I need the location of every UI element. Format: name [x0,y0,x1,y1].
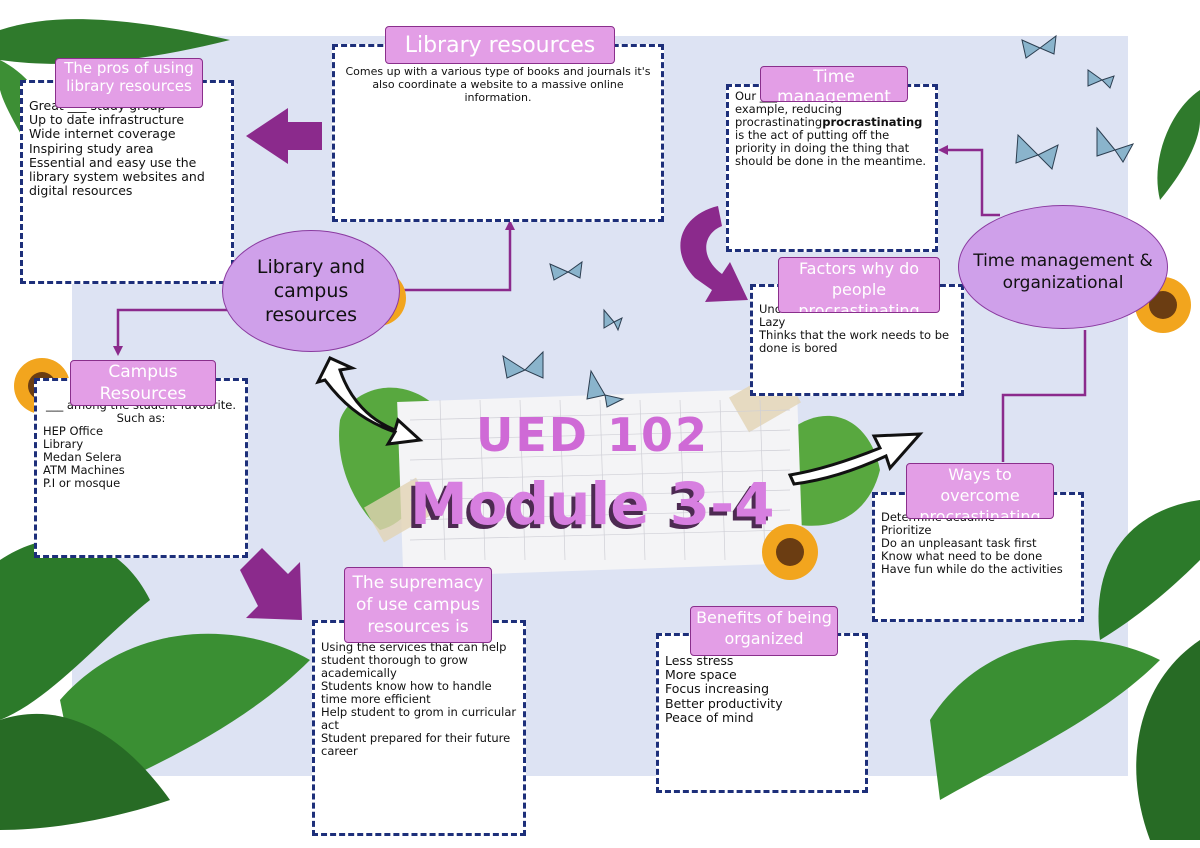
campus-resources-content: ___ among the student favourite. Such as… [37,381,245,493]
benefits-label: Benefits of being organized [690,606,838,656]
supremacy-list: Using the services that can help student… [315,623,523,761]
supremacy-item: Using the services that can help student… [321,640,507,680]
library-campus-label: Library and campus resources [256,256,366,326]
benefits-list: Less stress More space Focus increasing … [659,636,865,728]
butterflies [502,34,1135,408]
sketch-arrow-left [315,356,424,446]
time-management-box: Our ___ efficiently for an example, redu… [726,84,938,252]
campus-item: Medan Selera [43,450,122,464]
campus-resources-label-text: Campus Resources [99,362,187,404]
time-management-text-end: is the act of putting off the priority i… [735,128,927,168]
block-arrow-down-right [240,548,302,620]
library-resources-label: Library resources [385,26,615,64]
benefits-item: Better productivity [665,695,783,711]
supremacy-label: The supremacy of use campus resources is [344,567,492,643]
factors-item: Lazy [759,315,786,329]
library-resources-text: Comes up with a various type of books an… [345,65,651,104]
time-management-text-bold: procrastinating [822,115,923,129]
campus-resources-label: Campus Resources [70,360,216,406]
factors-label: Factors why do people procrastinating [778,257,940,313]
time-org-label: Time management & organizational [973,251,1153,293]
supremacy-item: Help student to grom in curricular act [321,705,517,732]
campus-item: P.I or mosque [43,476,121,490]
module-title: Module 3-4 [410,470,775,538]
connectors [116,148,1087,462]
supremacy-label-text: The supremacy of use campus resources is [352,573,484,637]
time-management-label-text: Time management [777,67,891,102]
pros-box: Great ___ study group Up to date infrast… [20,80,234,284]
supremacy-item: Student prepared for their future career [321,731,511,758]
ways-label-text: Ways to overcome procrastinating [919,465,1041,519]
benefits-item: Focus increasing [665,681,769,697]
module-code-title: UED 102 [476,408,709,462]
pros-item: Essential and easy use the library syste… [29,154,205,199]
block-arrow-left [246,108,322,164]
benefits-item: More space [665,667,737,683]
grid-lines [409,399,791,561]
factors-label-text: Factors why do people procrastinating [798,259,920,313]
pros-label-text: The pros of using library resources [64,59,194,95]
campus-item: ATM Machines [43,463,125,477]
campus-item: HEP Office [43,424,104,438]
time-management-label: Time management [760,66,908,102]
ways-item: Have fun while do the activities [881,562,1063,576]
benefits-box: Less stress More space Focus increasing … [656,633,868,793]
pros-item: Wide internet coverage [29,126,176,142]
pros-item: Inspiring study area [29,140,154,156]
campus-item: Library [43,437,84,451]
curved-arrow [680,206,748,302]
benefits-item: Peace of mind [665,709,754,725]
leaf-bottom-left [0,539,310,830]
factors-item: Thinks that the work needs to be done is… [759,328,950,355]
supremacy-item: Students know how to handle time more ef… [321,679,492,706]
leaf-bottom-right [930,500,1200,840]
campus-resources-box: ___ among the student favourite. Such as… [34,378,248,558]
benefits-item: Less stress [665,653,734,668]
ways-label: Ways to overcome procrastinating [906,463,1054,519]
sunflower-4 [762,524,818,580]
time-org-oval: Time management & organizational [958,205,1168,329]
sketch-arrow-right [787,432,924,486]
ways-item: Do an unpleasant task first [881,536,1037,550]
ways-item: Know what need to be done [881,549,1043,563]
library-resources-box: Comes up with a various type of books an… [332,44,664,222]
library-campus-oval: Library and campus resources [222,230,400,352]
pros-item: Up to date infrastructure [29,112,185,128]
library-resources-label-text: Library resources [404,33,596,58]
supremacy-box: Using the services that can help student… [312,620,526,836]
pros-label: The pros of using library resources [55,58,203,108]
ways-item: Prioritize [881,523,932,537]
benefits-label-text: Benefits of being organized [696,608,832,648]
leaf-top-right [1157,90,1200,200]
